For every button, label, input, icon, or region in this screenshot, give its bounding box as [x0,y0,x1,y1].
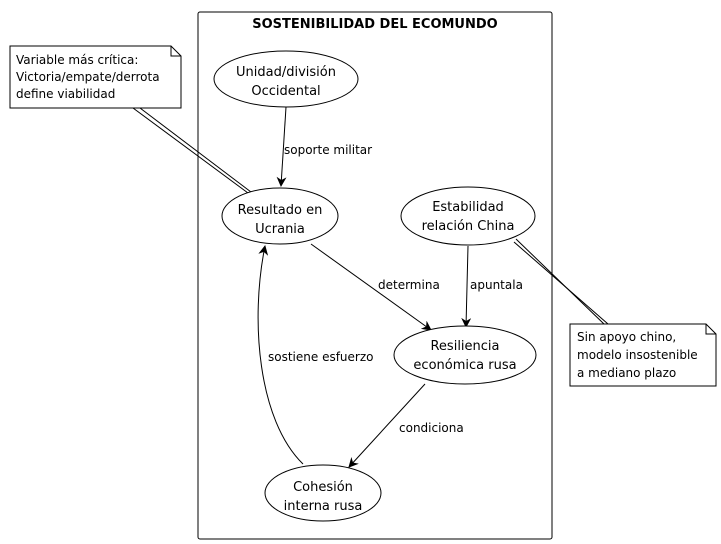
edge-label-determina: determina [378,278,440,292]
edge-label-sostiene: sostiene esfuerzo [268,350,374,364]
edge-label-soporte: soporte militar [284,143,372,157]
note-china-line3: a mediano plazo [577,366,676,380]
edge-sostiene-esfuerzo: sostiene esfuerzo [257,245,374,465]
node-unidad-line1: Unidad/división [236,65,336,80]
edge-apuntala: apuntala [461,245,523,328]
edge-determina: determina [310,243,440,331]
note-critica-line1: Variable más crítica: [16,53,138,67]
node-resiliencia-economica: Resiliencia económica rusa [393,325,537,385]
note-connector-china [513,238,609,325]
node-resultado-ucrania: Resultado en Ucrania [221,187,339,245]
node-resiliencia-line1: Resiliencia [430,339,499,354]
note-china-line2: modelo insostenible [577,348,698,362]
node-china-line1: Estabilidad [432,200,504,215]
note-connector-critica [132,107,252,194]
note-variable-critica: Variable más crítica: Victoria/empate/de… [9,45,182,109]
node-cohesion-line2: interna rusa [284,499,363,514]
node-resultado-line2: Ucrania [255,222,305,237]
node-unidad-occidental: Unidad/división Occidental [213,50,359,108]
note-sin-apoyo-chino: Sin apoyo chino, modelo insostenible a m… [569,323,717,387]
node-unidad-line2: Occidental [251,84,320,99]
edge-label-condiciona: condiciona [399,421,464,435]
edge-condiciona: condiciona [348,383,464,468]
node-resiliencia-line2: económica rusa [413,358,516,373]
node-resultado-line1: Resultado en [238,203,323,218]
note-critica-line3: define viabilidad [16,87,115,101]
edge-soporte-militar: soporte militar [276,106,372,187]
node-cohesion-line1: Cohesión [293,480,353,495]
node-estabilidad-china: Estabilidad relación China [400,186,536,246]
note-china-line1: Sin apoyo chino, [577,330,676,344]
edge-label-apuntala: apuntala [470,278,523,292]
note-critica-line2: Victoria/empate/derrota [16,70,160,84]
diagram-title: SOSTENIBILIDAD DEL ECOMUNDO [252,17,497,32]
node-china-line2: relación China [422,219,515,234]
node-cohesion-interna: Cohesión interna rusa [264,464,382,522]
